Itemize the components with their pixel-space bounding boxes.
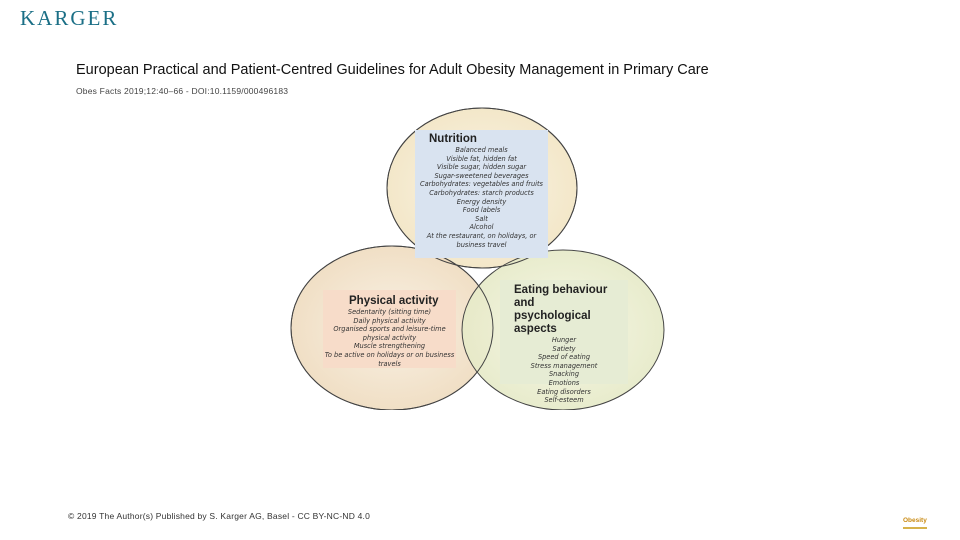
copyright-footer: © 2019 The Author(s) Published by S. Kar… bbox=[68, 511, 371, 521]
eating-behaviour-heading-line2: psychological aspects bbox=[514, 310, 591, 335]
page-title: European Practical and Patient-Centred G… bbox=[76, 62, 709, 78]
physical-activity-item: Organised sports and leisure-time bbox=[333, 325, 446, 334]
nutrition-item: Energy density bbox=[456, 197, 507, 206]
journal-logo: Obesity bbox=[903, 517, 927, 524]
eating-behaviour-item: Hunger bbox=[551, 336, 577, 344]
nutrition-item: Visible fat, hidden fat bbox=[446, 154, 517, 163]
venn-diagram: Nutrition Balanced meals Visible fat, hi… bbox=[280, 100, 680, 410]
nutrition-item: Salt bbox=[475, 214, 488, 223]
physical-activity-box: Physical activity Sedentarity (sitting t… bbox=[323, 290, 456, 368]
physical-activity-item: Muscle strengthening bbox=[353, 342, 426, 351]
eating-behaviour-item: Emotions bbox=[548, 378, 580, 387]
nutrition-item: Balanced meals bbox=[455, 146, 508, 154]
eating-behaviour-heading: Eating behaviour and bbox=[514, 284, 608, 309]
nutrition-item: Carbohydrates: vegetables and fruits bbox=[420, 180, 543, 189]
eating-behaviour-item: Satiety bbox=[552, 344, 576, 353]
nutrition-item: Alcohol bbox=[469, 223, 494, 232]
eating-behaviour-item: Eating disorders bbox=[537, 387, 591, 396]
nutrition-item: Sugar-sweetened beverages bbox=[434, 171, 529, 180]
physical-activity-heading: Physical activity bbox=[349, 295, 439, 307]
nutrition-item: Carbohydrates: starch products bbox=[429, 188, 534, 197]
physical-activity-item: travels bbox=[378, 359, 401, 368]
nutrition-box: Nutrition Balanced meals Visible fat, hi… bbox=[415, 130, 548, 258]
citation: Obes Facts 2019;12:40–66 - DOI:10.1159/0… bbox=[76, 86, 289, 96]
physical-activity-item: Daily physical activity bbox=[353, 316, 426, 325]
eating-behaviour-item: Speed of eating bbox=[537, 353, 591, 362]
journal-logo-underline bbox=[903, 527, 927, 529]
eating-behaviour-item: Snacking bbox=[548, 370, 580, 379]
eating-behaviour-item: Self-esteem bbox=[544, 396, 584, 405]
physical-activity-item: To be active on holidays or on business bbox=[324, 350, 455, 359]
physical-activity-item: physical activity bbox=[362, 333, 417, 342]
nutrition-heading: Nutrition bbox=[429, 133, 477, 145]
karger-logo: KARGER bbox=[20, 6, 119, 30]
physical-activity-item: Sedentarity (sitting time) bbox=[347, 308, 432, 316]
eating-behaviour-box: Eating behaviour and psychological aspec… bbox=[500, 280, 628, 404]
nutrition-item: Visible sugar, hidden sugar bbox=[436, 163, 527, 172]
eating-behaviour-item: Stress management bbox=[530, 361, 598, 370]
nutrition-item: Food labels bbox=[462, 206, 501, 215]
nutrition-item: business travel bbox=[456, 240, 507, 249]
nutrition-item: At the restaurant, on holidays, or bbox=[426, 231, 537, 240]
